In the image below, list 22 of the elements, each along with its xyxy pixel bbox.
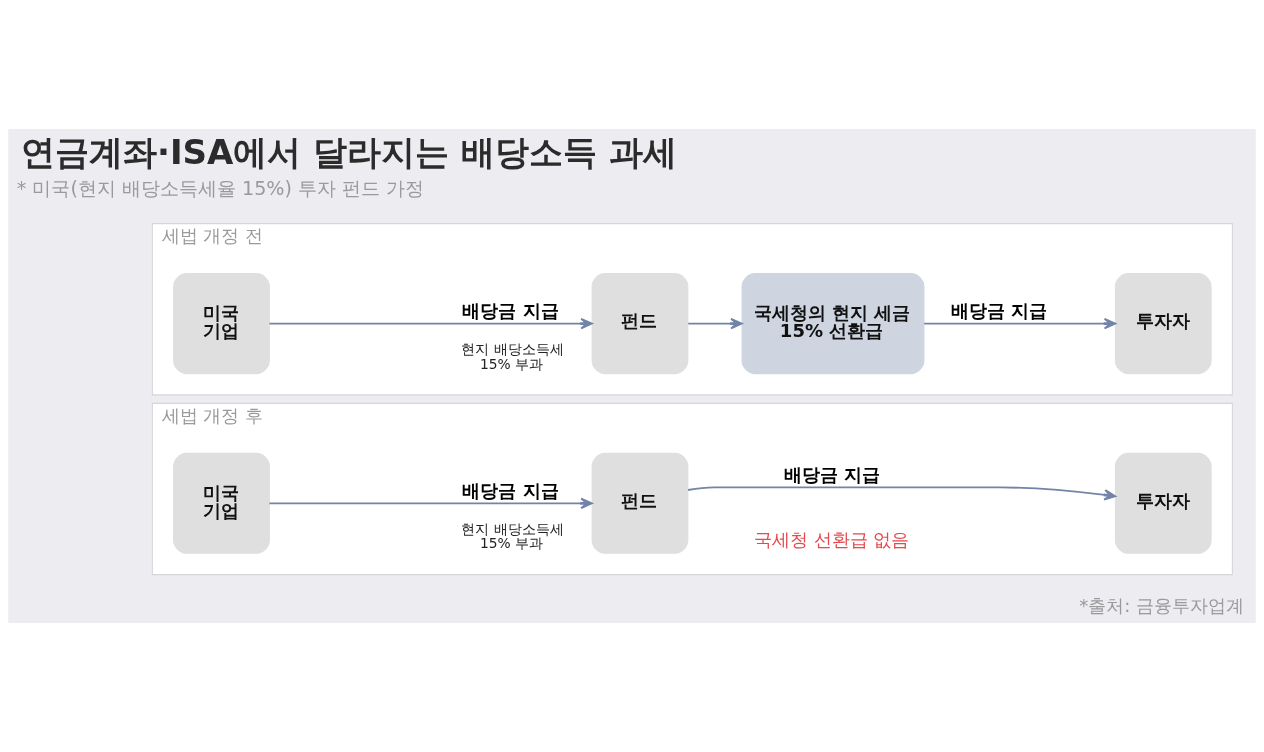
arrow bbox=[268, 497, 593, 510]
label: * 미국(현지 배당소득세율 15%) 투자 펀드 가정 bbox=[16, 177, 425, 201]
arrow bbox=[268, 317, 593, 330]
diagram-title: 연금계좌·ISA에서 달라지는 배당소득 과세 bbox=[21, 131, 677, 172]
arrow bbox=[687, 486, 1117, 501]
node-box: 투자자 bbox=[1114, 452, 1212, 554]
node-box: 국세청의 현지 세금 15% 선환급 bbox=[741, 273, 925, 375]
edge-label: 배당금 지급 bbox=[950, 299, 1047, 321]
node-box: 펀드 bbox=[591, 452, 689, 554]
edge-label: 배당금 지급 bbox=[462, 299, 559, 321]
node-box: 펀드 bbox=[591, 273, 689, 375]
node-box: 투자자 bbox=[1114, 273, 1212, 375]
label: *출처: 금융투자업계 bbox=[1079, 594, 1245, 616]
node-box: 미국 기업 bbox=[173, 273, 270, 375]
edge-label: 배당금 지급 bbox=[784, 463, 881, 485]
node-box: 미국 기업 bbox=[173, 452, 270, 554]
edge-label: 배당금 지급 bbox=[462, 479, 559, 501]
label: 현지 배당소득세 15% 부과 bbox=[461, 520, 564, 552]
arrow bbox=[687, 317, 743, 330]
arrow bbox=[923, 317, 1117, 330]
label: 현지 배당소득세 15% 부과 bbox=[461, 340, 564, 372]
label: 국세청 선환급 없음 bbox=[753, 529, 910, 550]
